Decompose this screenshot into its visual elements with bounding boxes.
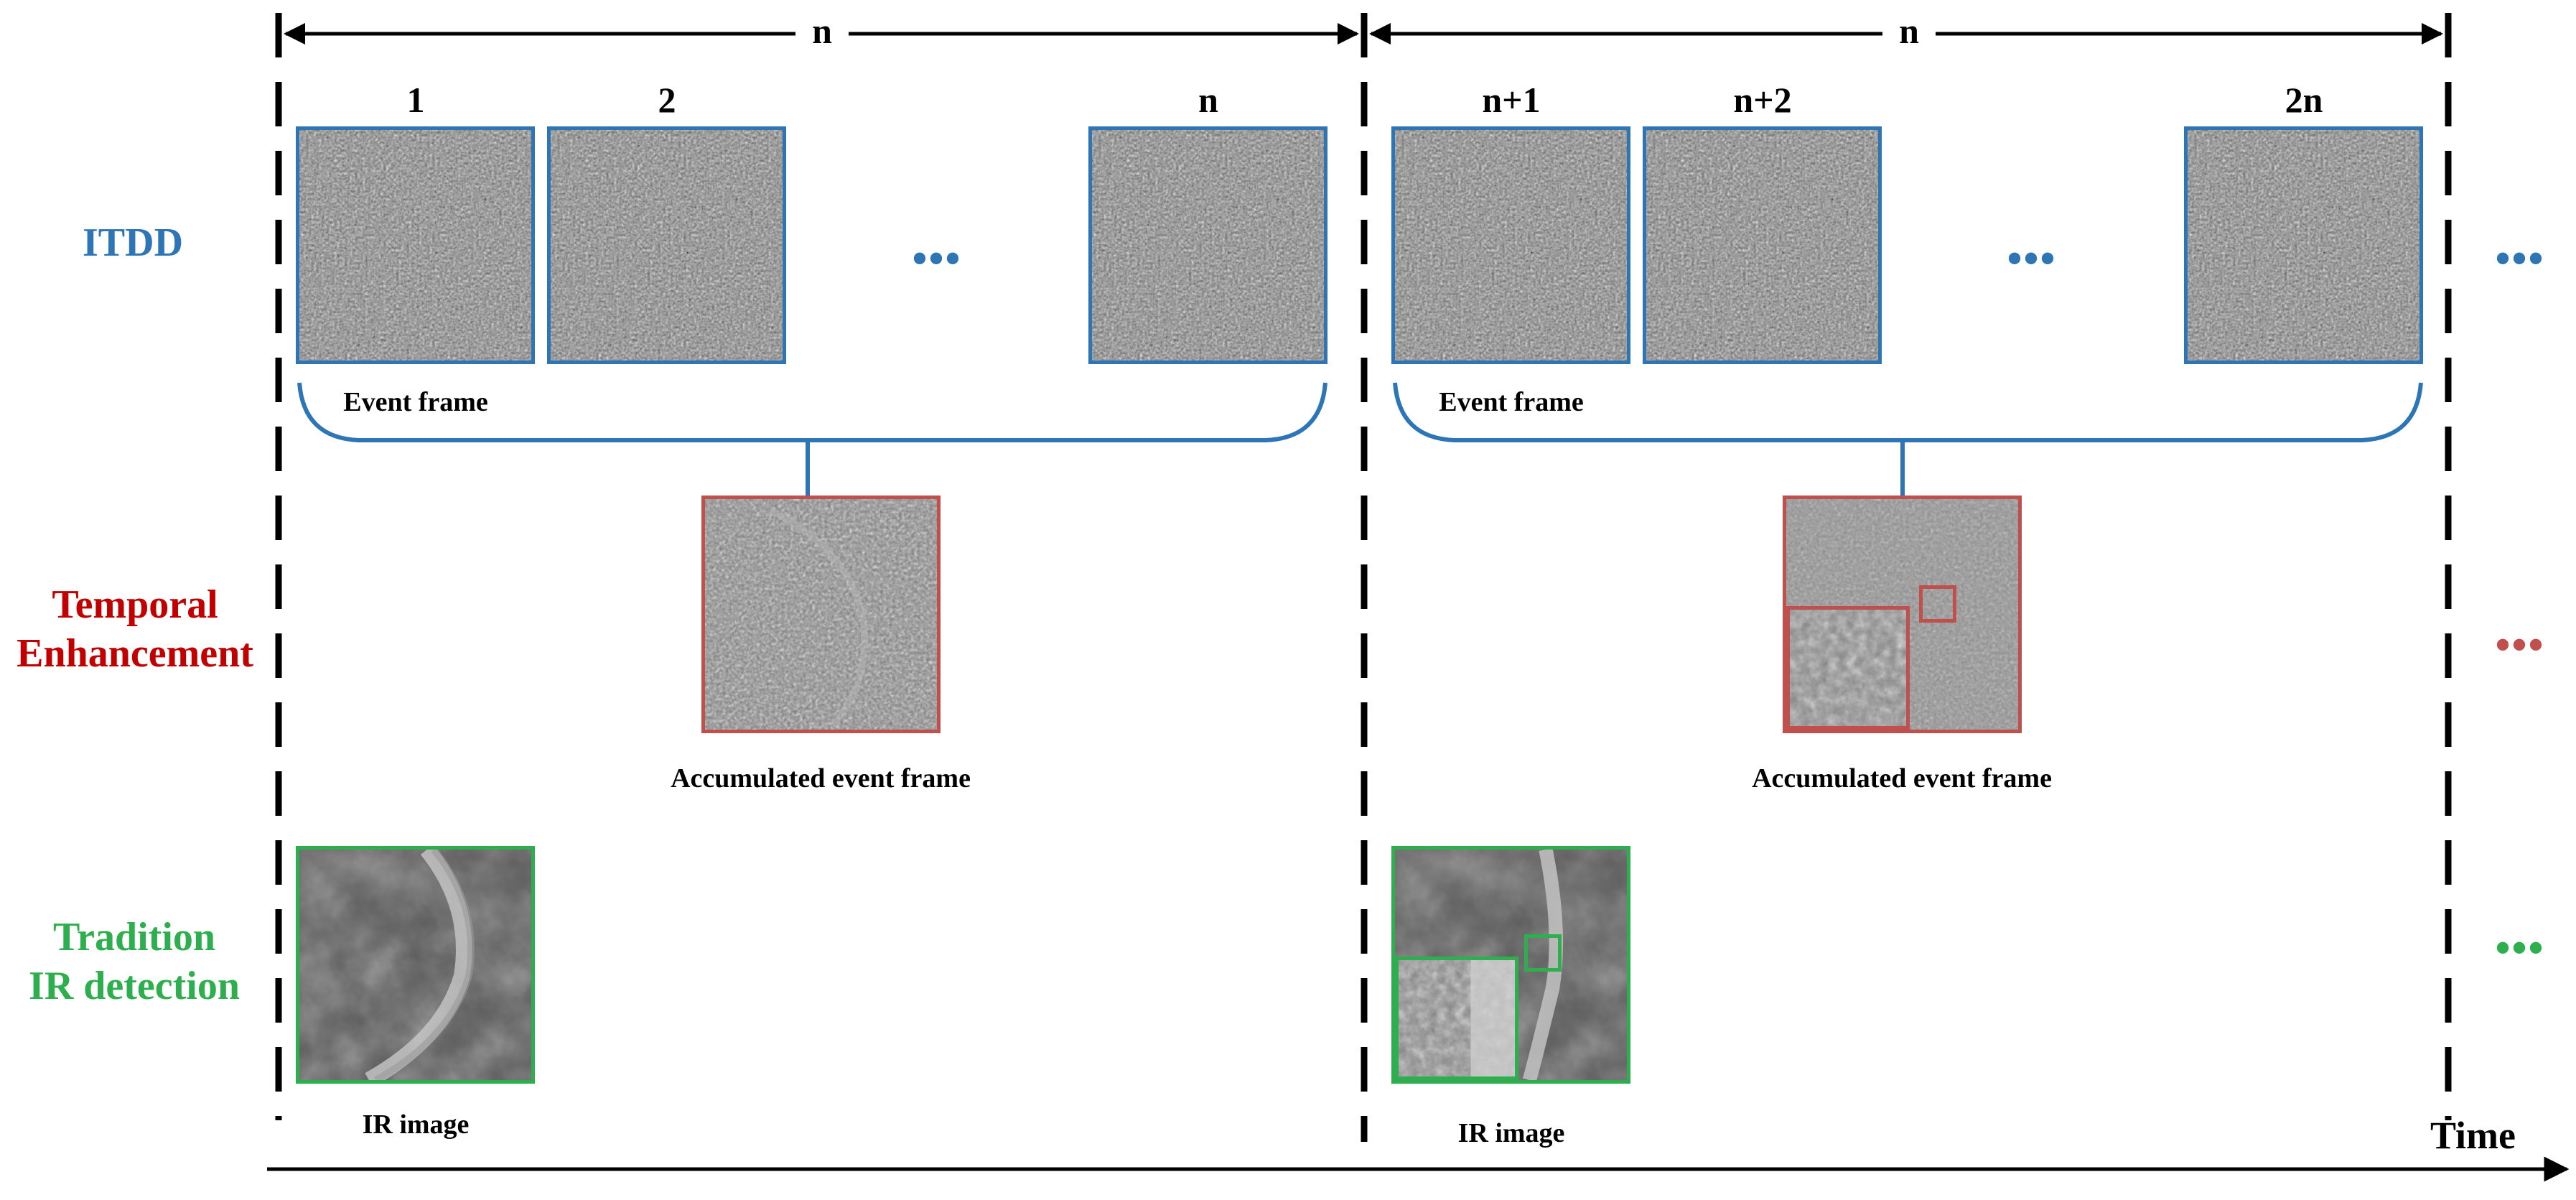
- frame-label-1: 1: [406, 80, 425, 120]
- frame-label-n-plus-1: n+1: [1482, 80, 1541, 120]
- row-label-temporal-line1: Temporal: [52, 582, 218, 627]
- event-frame-1: [296, 126, 535, 364]
- frame-label-2n: 2n: [2285, 80, 2323, 120]
- frame-label-n-plus-2: n+2: [1733, 80, 1792, 120]
- zoom-inset-accumulated: [1786, 606, 1910, 730]
- row-label-temporal-line2: Enhancement: [17, 631, 253, 676]
- roi-box-accumulated: [1919, 585, 1956, 623]
- row-label-itdd: ITDD: [82, 220, 184, 265]
- accumulated-caption-2: Accumulated event frame: [1752, 763, 2052, 794]
- event-frame-n-plus-2: [1643, 126, 1882, 364]
- roi-box-ir: [1524, 934, 1562, 972]
- event-frame-brace-left: [297, 382, 1327, 442]
- ellipsis-temporal: •••: [2495, 621, 2545, 669]
- row-label-tradition: Tradition IR detection: [29, 913, 240, 1010]
- event-frame-caption-2: Event frame: [1439, 387, 1584, 417]
- frame-label-2: 2: [658, 80, 676, 120]
- accumulated-event-frame-2: [1783, 496, 2022, 733]
- ellipsis-itdd-2: •••: [2007, 235, 2057, 282]
- event-frame-2n: [2184, 126, 2423, 364]
- ir-caption-1: IR image: [362, 1110, 470, 1140]
- event-frame-n-plus-1: [1391, 126, 1630, 364]
- ir-caption-2: IR image: [1457, 1118, 1565, 1148]
- ir-image-1: [296, 846, 535, 1084]
- event-frame-n: [1088, 126, 1327, 364]
- zoom-inset-ir: [1395, 957, 1518, 1080]
- ellipsis-tradition: •••: [2495, 924, 2545, 972]
- event-frame-caption-1: Event frame: [343, 387, 488, 417]
- time-label: Time: [2430, 1114, 2516, 1157]
- accumulated-caption-1: Accumulated event frame: [671, 763, 971, 794]
- frame-label-n: n: [1198, 80, 1218, 120]
- period-label-right: n: [1899, 11, 1919, 51]
- accumulated-event-frame-1: [701, 496, 941, 733]
- row-label-temporal: Temporal Enhancement: [17, 580, 253, 678]
- event-frame-brace-right: [1393, 382, 2423, 442]
- ellipsis-itdd-3: •••: [2495, 235, 2545, 282]
- row-label-tradition-line2: IR detection: [29, 964, 240, 1008]
- period-label-left: n: [812, 11, 832, 51]
- event-frame-2: [547, 126, 786, 364]
- ir-image-2: [1391, 846, 1630, 1084]
- row-label-tradition-line1: Tradition: [52, 915, 216, 959]
- ellipsis-itdd-1: •••: [912, 235, 962, 282]
